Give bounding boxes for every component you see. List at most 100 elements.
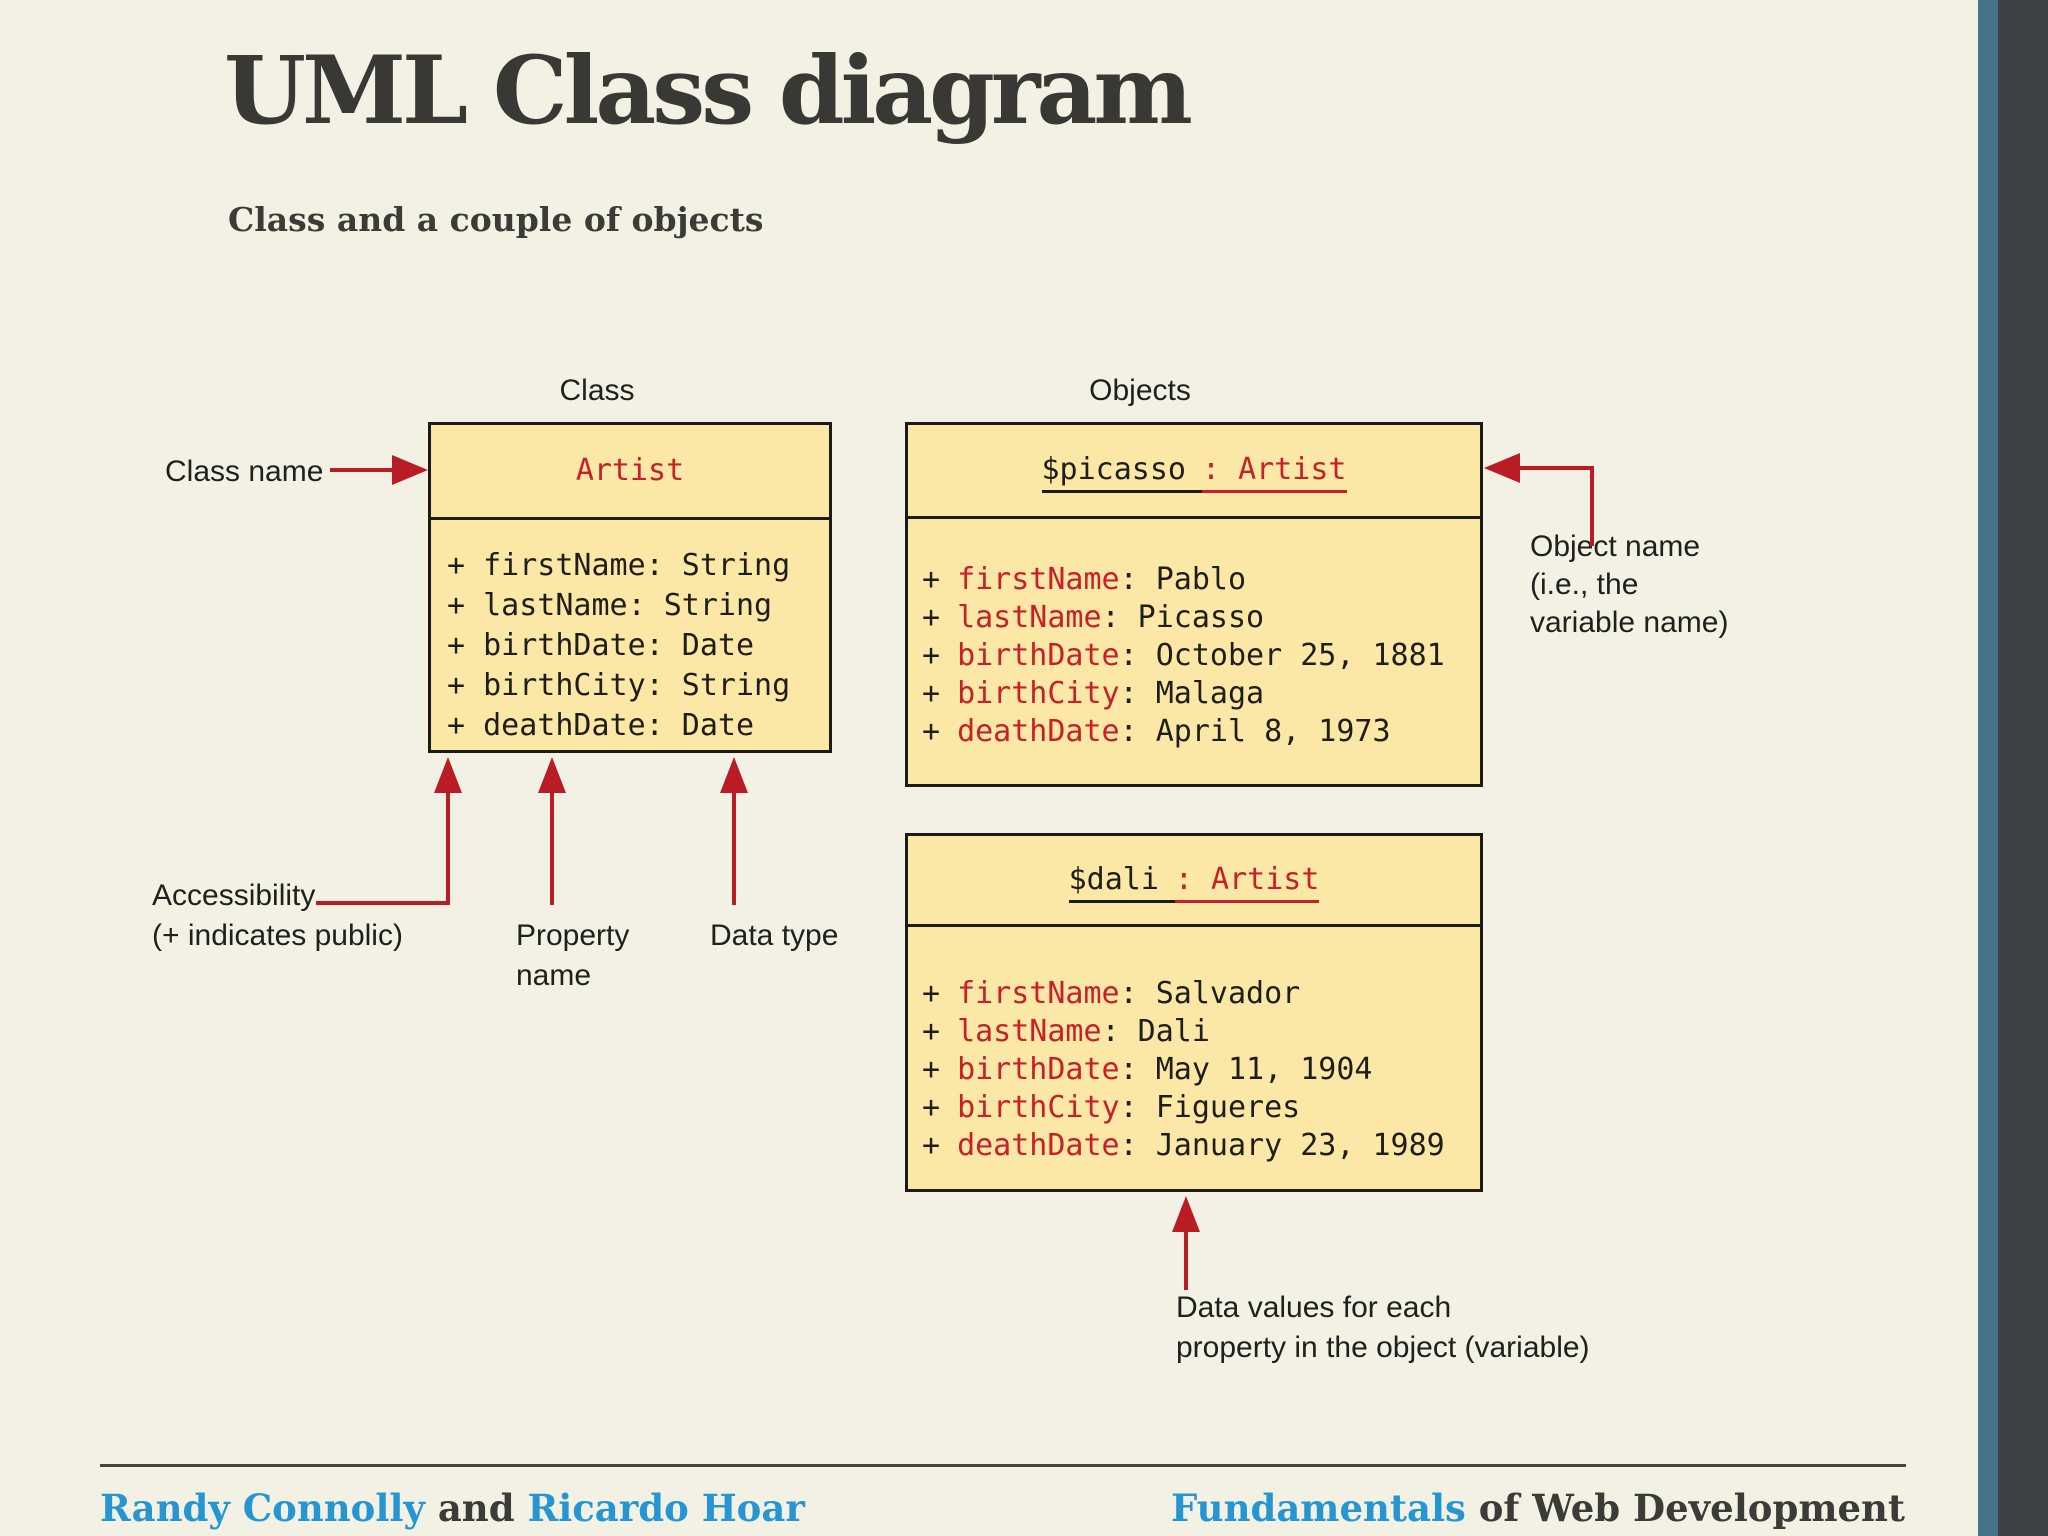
accessibility-sign: +	[922, 1052, 941, 1087]
object-variable-name: $picasso	[1041, 452, 1202, 493]
property-name: lastName	[957, 600, 1102, 635]
property-name: birthCity	[957, 1090, 1120, 1125]
object-property-row: + lastName: Dali	[922, 1013, 1480, 1051]
property-value: : May 11, 1904	[1119, 1052, 1373, 1087]
object-name-arrow-line	[1514, 466, 1594, 470]
class-property-row: + deathDate: Date	[447, 708, 755, 743]
object-properties: + firstName: Pablo + lastName: Picasso + bi…	[908, 519, 1480, 751]
object-name-arrow-line	[1590, 466, 1594, 546]
property-value: : Figueres	[1119, 1090, 1301, 1125]
page-title: UML Class diagram	[224, 36, 1193, 146]
property-value: : January 23, 1989	[1119, 1128, 1445, 1163]
property-name-arrow-line	[550, 791, 554, 905]
property-value: : Dali	[1101, 1014, 1210, 1049]
accessibility-sign: +	[922, 638, 941, 673]
class-name-arrowhead	[392, 455, 428, 485]
accessibility-sign: +	[922, 1128, 941, 1163]
class-property-row: + birthCity: String	[447, 668, 791, 703]
footer-book-title: Fundamentals of Web Development	[905, 1486, 1905, 1530]
class-name-arrow-line	[330, 468, 394, 472]
uml-class-box: Artist + firstName: String + lastName: S…	[428, 422, 832, 753]
property-value: : Salvador	[1119, 976, 1301, 1011]
object-property-row: + firstName: Salvador	[922, 975, 1480, 1013]
footer-authors: Randy Connolly and Ricardo Hoar	[100, 1486, 805, 1530]
data-values-annotation: Data values for each property in the obj…	[1176, 1288, 1590, 1368]
right-accent-bar-teal	[1978, 0, 1998, 1536]
accessibility-sign: +	[922, 976, 941, 1011]
page-subtitle: Class and a couple of objects	[228, 200, 764, 239]
annotation-line: Data values for each	[1176, 1291, 1452, 1324]
right-accent-bar-dark	[1998, 0, 2048, 1536]
class-name-annotation: Class name	[165, 455, 324, 488]
object-property-row: + birthCity: Malaga	[922, 675, 1480, 713]
annotation-line: property in the object (variable)	[1176, 1331, 1590, 1364]
accessibility-sign: +	[922, 1090, 941, 1125]
data-values-arrowhead	[1172, 1196, 1200, 1232]
accessibility-sign: +	[922, 676, 941, 711]
object-header: $dali: Artist	[908, 836, 1480, 927]
object-property-row: + birthDate: October 25, 1881	[922, 637, 1480, 675]
property-name: birthCity	[957, 676, 1120, 711]
accessibility-sign: +	[922, 714, 941, 749]
object-property-row: + deathDate: April 8, 1973	[922, 713, 1480, 751]
footer-text: and	[424, 1486, 528, 1530]
property-name: birthDate	[957, 638, 1120, 673]
book-title-highlight: Fundamentals	[1171, 1486, 1466, 1530]
object-variable-name: $dali	[1068, 862, 1175, 903]
accessibility-sign: +	[922, 1014, 941, 1049]
property-name-annotation: Property name	[516, 916, 629, 996]
property-name: lastName	[957, 1014, 1102, 1049]
footer-text: of Web Development	[1465, 1486, 1905, 1530]
class-name-header: Artist	[431, 425, 829, 520]
property-name: deathDate	[957, 1128, 1120, 1163]
object-class-type: : Artist	[1202, 452, 1347, 493]
annotation-line: name	[516, 959, 592, 992]
objects-section-label: Objects	[1089, 374, 1191, 407]
annotation-line: Accessibility	[152, 879, 316, 912]
accessibility-sign: +	[922, 562, 941, 597]
annotation-line: variable name)	[1530, 606, 1729, 639]
accessibility-arrow-line	[446, 791, 450, 905]
property-value: : Pablo	[1119, 562, 1247, 597]
object-property-row: + lastName: Picasso	[922, 599, 1480, 637]
property-name: firstName	[957, 976, 1120, 1011]
accessibility-annotation: Accessibility (+ indicates public)	[152, 876, 403, 956]
class-properties: + firstName: String + lastName: String +…	[431, 520, 829, 746]
property-name: birthDate	[957, 1052, 1120, 1087]
object-property-row: + birthDate: May 11, 1904	[922, 1051, 1480, 1089]
annotation-line: Object name	[1530, 530, 1701, 563]
uml-object-box-dali: $dali: Artist + firstName: Salvador + last…	[905, 833, 1483, 1192]
property-value: : Malaga	[1119, 676, 1265, 711]
property-name-arrowhead	[538, 757, 566, 793]
property-name: firstName	[957, 562, 1120, 597]
data-type-arrow-line	[732, 791, 736, 905]
class-property-row: + birthDate: Date	[447, 628, 755, 663]
author-link: Randy Connolly	[100, 1486, 425, 1530]
class-section-label: Class	[559, 374, 635, 407]
data-values-arrow-line	[1184, 1230, 1188, 1290]
accessibility-arrow-line	[316, 901, 450, 905]
class-property-row: + lastName: String	[447, 588, 773, 623]
object-properties: + firstName: Salvador + lastName: Dali + bi…	[908, 927, 1480, 1165]
object-property-row: + deathDate: January 23, 1989	[922, 1127, 1480, 1165]
footer-divider	[100, 1464, 1906, 1467]
data-type-arrowhead	[720, 757, 748, 793]
annotation-line: Property	[516, 919, 630, 952]
uml-object-box-picasso: $picasso: Artist + firstName: Pablo + last…	[905, 422, 1483, 787]
annotation-line: (+ indicates public)	[152, 919, 403, 952]
property-value: : October 25, 1881	[1119, 638, 1445, 673]
class-property-row: + firstName: String	[447, 548, 791, 583]
data-type-annotation: Data type	[710, 919, 839, 952]
property-name: deathDate	[957, 714, 1120, 749]
annotation-line: (i.e., the	[1530, 568, 1639, 601]
object-property-row: + firstName: Pablo	[922, 561, 1480, 599]
object-class-type: : Artist	[1174, 862, 1320, 903]
object-header: $picasso: Artist	[908, 425, 1480, 519]
object-name-annotation: Object name (i.e., the variable name)	[1530, 528, 1728, 642]
property-value: : April 8, 1973	[1119, 714, 1391, 749]
accessibility-sign: +	[922, 600, 941, 635]
accessibility-arrowhead	[434, 757, 462, 793]
author-link: Ricardo Hoar	[527, 1486, 805, 1530]
property-value: : Picasso	[1101, 600, 1265, 635]
